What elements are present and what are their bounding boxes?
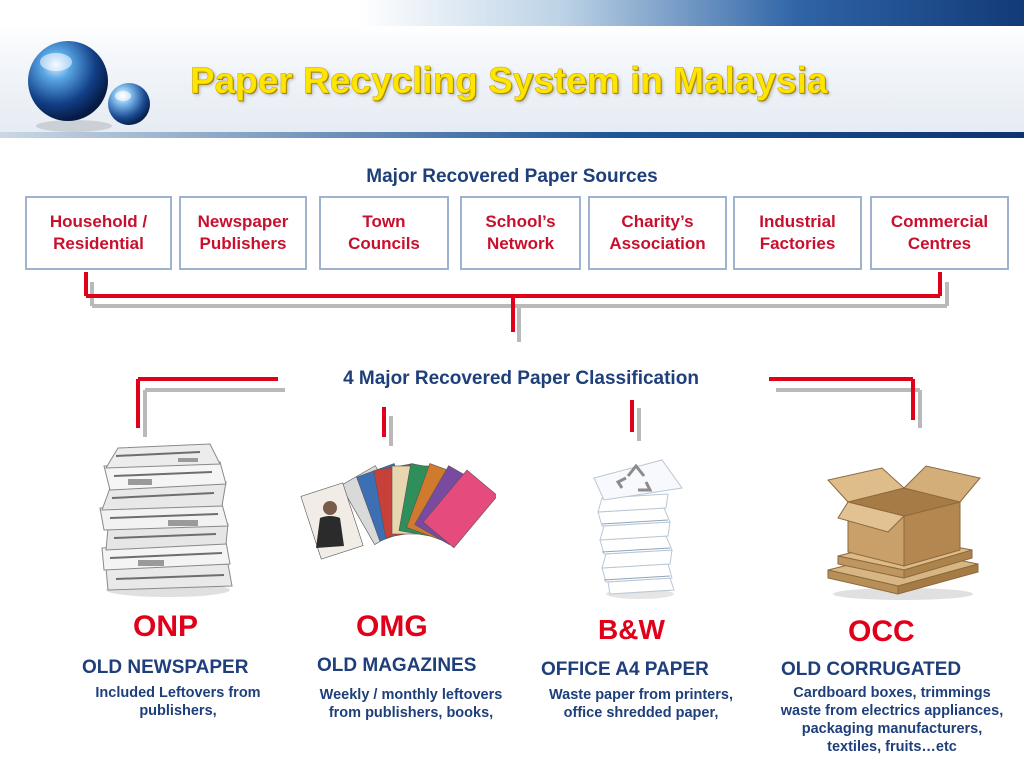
desc-line: textiles, fruits…etc (827, 739, 957, 755)
globe-logo-icon (28, 41, 150, 132)
classification-heading: 4 Major Recovered Paper Classification (343, 368, 699, 389)
source-label-line1: Newspaper (197, 212, 289, 231)
source-label-line2: Centres (907, 234, 972, 253)
class-abbr-occ: OCC (848, 615, 915, 648)
newspaper-stack-icon (99, 443, 233, 597)
connector-shadows (90, 282, 949, 446)
class-name-omg: OLD MAGAZINES (317, 655, 477, 676)
source-label-line1: Commercial (890, 212, 989, 231)
magazine-fan-icon (300, 463, 496, 560)
desc-line: from publishers, books, (328, 705, 494, 721)
class-name-occ: OLD CORRUGATED (781, 659, 962, 680)
desc-line: office shredded paper, (563, 705, 719, 721)
header-divider (0, 132, 1024, 138)
desc-line: packaging manufacturers, (801, 721, 983, 737)
source-label-line2: Councils (348, 234, 420, 253)
desc-line: publishers, (139, 703, 217, 719)
desc-line: waste from electrics appliances, (780, 703, 1004, 719)
class-desc-omg: Weekly / monthly leftovers from publishe… (296, 686, 526, 722)
office-paper-stack-icon (593, 459, 683, 599)
class-abbr-bw: B&W (598, 614, 665, 645)
source-label-line1: Household / (49, 212, 148, 231)
page-title: Paper Recycling System in Malaysia (190, 60, 828, 102)
source-label-line1: Industrial (759, 212, 836, 231)
source-label-line2: Factories (759, 234, 836, 253)
source-label-line2: Network (486, 234, 555, 253)
desc-line: Cardboard boxes, trimmings (793, 685, 991, 701)
class-desc-occ: Cardboard boxes, trimmings waste from el… (765, 684, 1019, 756)
desc-line: Waste paper from printers, (549, 687, 733, 703)
cardboard-boxes-icon (827, 465, 981, 600)
slide-header (0, 0, 1024, 138)
header-gradient-bar (0, 0, 1024, 26)
source-label-line2: Residential (53, 234, 144, 253)
source-box-household: Household / Residential (25, 196, 172, 270)
class-desc-bw: Waste paper from printers, office shredd… (527, 686, 755, 722)
source-label-line1: Charity’s (621, 212, 694, 231)
connector-lines (84, 272, 942, 437)
source-label-line2: Association (609, 234, 706, 253)
desc-line: Included Leftovers from (95, 685, 261, 701)
sources-heading: Major Recovered Paper Sources (366, 166, 658, 187)
source-label-line1: Town (362, 212, 406, 231)
class-abbr-omg: OMG (356, 610, 428, 643)
class-name-onp: OLD NEWSPAPER (82, 657, 249, 678)
class-name-bw: OFFICE A4 PAPER (541, 659, 709, 680)
desc-line: Weekly / monthly leftovers (319, 687, 503, 703)
source-label-line1: School’s (485, 212, 556, 231)
source-label-line2: Publishers (199, 234, 287, 253)
class-desc-onp: Included Leftovers from publishers, (72, 684, 284, 720)
recycle-icon (615, 463, 653, 492)
class-abbr-onp: ONP (133, 610, 199, 643)
